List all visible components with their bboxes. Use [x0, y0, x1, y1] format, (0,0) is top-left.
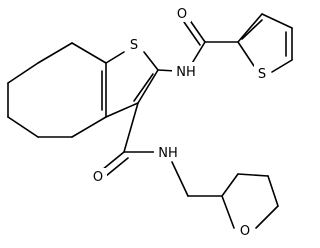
bond — [137, 69, 159, 104]
bond — [105, 157, 129, 177]
oxygen-atom-thf: O — [240, 224, 250, 239]
thiophene-ring — [237, 13, 293, 73]
bond — [237, 173, 269, 177]
molecule-diagram: S NH O S O NH O — [7, 5, 293, 239]
thf-ring — [221, 173, 279, 229]
bond — [241, 19, 263, 40]
cyclohexane-ring — [7, 42, 107, 138]
nh-atom-top: NH — [176, 65, 196, 80]
bond — [188, 18, 206, 43]
bond — [105, 102, 139, 118]
bond — [133, 73, 154, 102]
bond — [237, 41, 255, 67]
bond — [71, 42, 107, 64]
bond — [183, 21, 201, 46]
bond — [190, 41, 206, 66]
bond — [267, 175, 279, 207]
bond — [221, 195, 235, 229]
bond — [171, 161, 189, 197]
atom-labels: S NH O S O NH O — [90, 5, 271, 239]
top-amide — [157, 18, 239, 72]
sulfur-atom-thiophene: S — [258, 67, 266, 82]
bond — [255, 205, 279, 229]
bond — [123, 102, 139, 153]
bond — [101, 151, 125, 171]
nh-atom-bottom: NH — [158, 146, 178, 161]
bottom-amide — [101, 102, 223, 197]
bond — [7, 116, 39, 138]
bond — [105, 51, 125, 64]
benzothiophene-ring — [101, 51, 159, 118]
bond — [261, 13, 293, 29]
oxygen-atom-bottom-carbonyl: O — [93, 170, 103, 185]
bond — [237, 13, 263, 43]
bond — [143, 51, 159, 71]
bond — [271, 59, 293, 73]
structure-svg: S NH O S O NH O — [7, 5, 293, 239]
sulfur-atom-benzothiophene: S — [130, 38, 138, 53]
bond — [221, 173, 239, 197]
oxygen-atom-top-carbonyl: O — [177, 7, 187, 22]
bond — [37, 42, 73, 64]
bond — [7, 62, 39, 84]
bond — [71, 116, 107, 138]
